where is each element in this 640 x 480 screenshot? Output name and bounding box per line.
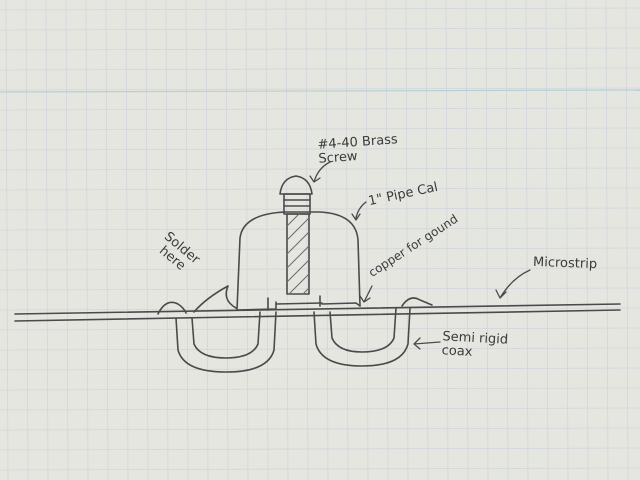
microstrip-board-top (14, 303, 621, 315)
coax-right-inner (329, 307, 397, 353)
grid-line-horizontal (0, 427, 640, 431)
grid-line-horizontal (0, 247, 640, 251)
grid-line-horizontal (0, 327, 640, 331)
grid-line-vertical (185, 0, 189, 480)
grid-line-horizontal (0, 127, 640, 131)
grid-line-horizontal (0, 87, 640, 91)
grid-line-vertical (485, 0, 489, 480)
grid-line-horizontal (0, 347, 640, 351)
grid-line-horizontal (0, 387, 640, 391)
grid-line-horizontal (0, 27, 640, 31)
pipe-cap-outline (236, 211, 361, 311)
grid-line-horizontal (0, 7, 640, 11)
screw-collar-thread (283, 199, 311, 207)
label-screw: #4-40 Brass Screw (317, 132, 399, 167)
grid-line-horizontal (0, 407, 640, 411)
label-microstrip: Microstrip (532, 254, 598, 273)
grid-line-horizontal (0, 147, 640, 151)
grid-line-vertical (405, 0, 409, 480)
coax-right-outer (313, 307, 411, 367)
grid-line-horizontal (0, 367, 640, 371)
grid-line-vertical (345, 0, 349, 480)
copper-pad-right (321, 302, 361, 307)
grid-line-vertical (505, 0, 509, 480)
grid-line-vertical (65, 0, 69, 480)
pencil-drawing (14, 161, 621, 373)
center-contact (275, 302, 323, 305)
grid-line-vertical (385, 0, 389, 480)
grid-line-vertical (465, 0, 469, 480)
grid-line-vertical (425, 0, 429, 480)
screw-shaft-hatch (286, 213, 310, 295)
grid-line-vertical (525, 0, 529, 480)
grid-line-vertical (445, 0, 449, 480)
grid-line-vertical (5, 0, 9, 480)
paper-fold-line (0, 89, 640, 93)
grid-line-vertical (205, 0, 209, 480)
copper-arrow (359, 285, 373, 303)
grid-line-horizontal (0, 187, 640, 191)
grid-line-vertical (545, 0, 549, 480)
grid-line-vertical (625, 0, 629, 480)
grid-line-horizontal (0, 467, 640, 471)
grid-line-vertical (105, 0, 109, 480)
grid-line-vertical (365, 0, 369, 480)
microstrip-board-bottom (14, 309, 621, 322)
screw-head (279, 175, 313, 195)
grid-line-vertical (605, 0, 609, 480)
solder-blob-right (401, 297, 433, 307)
coax-arrow (413, 337, 441, 350)
grid-line-vertical (25, 0, 29, 480)
grid-line-vertical (585, 0, 589, 480)
grid-line-horizontal (0, 67, 640, 71)
grid-line-horizontal (0, 227, 640, 231)
grid-line-horizontal (0, 107, 640, 111)
solder-blob-left (157, 301, 187, 315)
pointer-arrows (309, 161, 531, 350)
grid-line-horizontal (0, 267, 640, 271)
grid-line-vertical (245, 0, 249, 480)
grid-line-vertical (265, 0, 269, 480)
grid-line-vertical (565, 0, 569, 480)
screw-arrow (309, 161, 331, 183)
grid-line-vertical (125, 0, 129, 480)
grid-line-horizontal (0, 447, 640, 451)
grid-line-vertical (85, 0, 89, 480)
pipe-cap-arrow (351, 201, 367, 221)
grid-line-vertical (45, 0, 49, 480)
label-semi-rigid-coax: Semi rigid coax (441, 329, 509, 360)
grid-line-vertical (225, 0, 229, 480)
grid-line-vertical (305, 0, 309, 480)
grid-line-horizontal (0, 287, 640, 291)
coax-left-inner (191, 311, 261, 359)
microstrip-arrow (495, 269, 531, 299)
grid-line-vertical (325, 0, 329, 480)
grid-line-vertical (165, 0, 169, 480)
solder-pointer (193, 285, 237, 313)
grid-line-horizontal (0, 47, 640, 51)
coax-left-outer (175, 311, 277, 373)
grid-line-horizontal (0, 207, 640, 211)
grid-line-vertical (145, 0, 149, 480)
